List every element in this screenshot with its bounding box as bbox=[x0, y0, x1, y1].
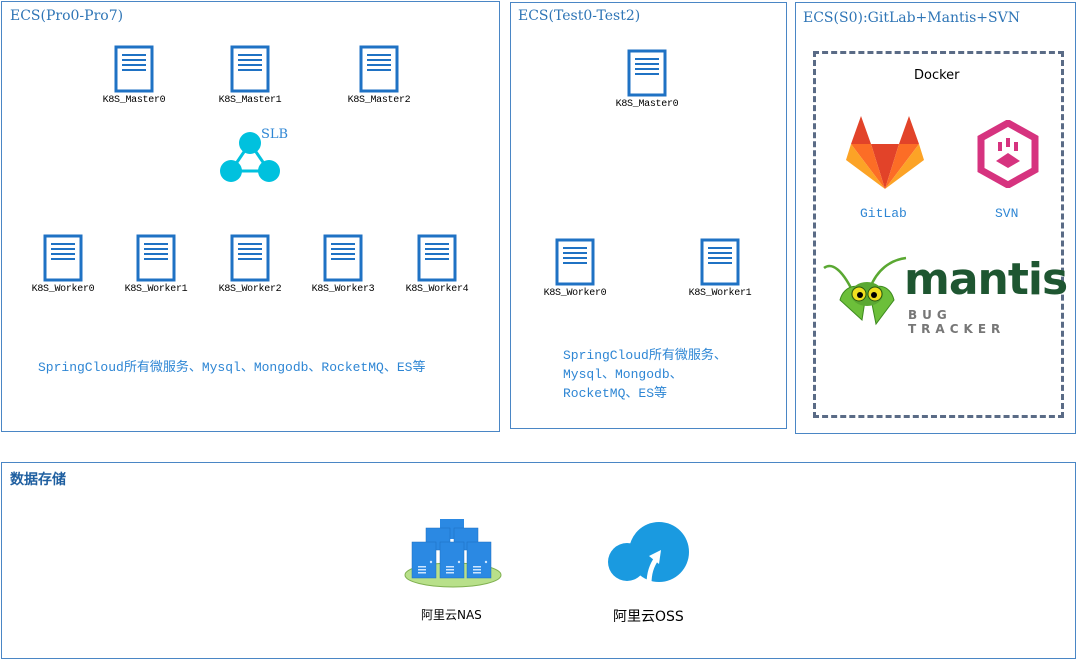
test-master-0[interactable]: K8S_Master0 bbox=[602, 49, 692, 110]
node-label: K8S_Worker1 bbox=[124, 284, 188, 295]
oss-cloud-upload-icon[interactable] bbox=[607, 522, 691, 586]
server-icon bbox=[43, 234, 83, 282]
svn-logo-icon[interactable] bbox=[977, 120, 1039, 188]
server-icon bbox=[700, 238, 740, 286]
prod-worker-1[interactable]: K8S_Worker1 bbox=[111, 234, 201, 295]
server-icon bbox=[230, 234, 270, 282]
prod-worker-4[interactable]: K8S_Worker4 bbox=[392, 234, 482, 295]
prod-worker-2[interactable]: K8S_Worker2 bbox=[205, 234, 295, 295]
gitlab-logo-icon[interactable] bbox=[845, 116, 925, 190]
storage-title: 数据存储 bbox=[10, 472, 66, 488]
slb-label: SLB bbox=[261, 127, 289, 142]
nas-icon[interactable] bbox=[403, 518, 503, 590]
nas-label: 阿里云NAS bbox=[421, 608, 482, 622]
mantis-subtitle: BUG TRACKER bbox=[908, 308, 1006, 336]
node-label: K8S_Master2 bbox=[347, 95, 411, 106]
storage-box bbox=[1, 462, 1076, 659]
mantis-logo[interactable]: mantis BUG TRACKER bbox=[822, 250, 1068, 336]
docker-container-box bbox=[813, 51, 1064, 418]
node-label: K8S_Worker1 bbox=[688, 288, 752, 299]
node-label: K8S_Master1 bbox=[218, 95, 282, 106]
prod-cluster-title: ECS(Pro0-Pro7) bbox=[10, 8, 124, 24]
svn-label: SVN bbox=[995, 206, 1019, 221]
server-icon bbox=[114, 45, 154, 93]
oss-label: 阿里云OSS bbox=[613, 609, 684, 625]
gitlab-label: GitLab bbox=[860, 206, 907, 221]
mantis-insect-icon bbox=[823, 256, 907, 326]
server-icon bbox=[359, 45, 399, 93]
slb-icon[interactable] bbox=[218, 130, 282, 186]
docker-label: Docker bbox=[914, 68, 960, 83]
prod-master-0[interactable]: K8S_Master0 bbox=[89, 45, 179, 106]
test-worker-0[interactable]: K8S_Worker0 bbox=[530, 238, 620, 299]
tools-server-title: ECS(S0):GitLab+Mantis+SVN bbox=[803, 10, 1020, 26]
prod-master-1[interactable]: K8S_Master1 bbox=[205, 45, 295, 106]
test-cluster-title: ECS(Test0-Test2) bbox=[518, 8, 641, 24]
server-icon bbox=[136, 234, 176, 282]
prod-description: SpringCloud所有微服务、Mysql、Mongodb、RocketMQ、… bbox=[38, 360, 426, 375]
test-description-line: Mysql、Mongodb、 bbox=[563, 367, 683, 382]
prod-worker-0[interactable]: K8S_Worker0 bbox=[18, 234, 108, 295]
prod-master-2[interactable]: K8S_Master2 bbox=[334, 45, 424, 106]
test-description: SpringCloud所有微服务、 Mysql、Mongodb、 RocketM… bbox=[563, 346, 727, 403]
node-label: K8S_Master0 bbox=[615, 99, 679, 110]
node-label: K8S_Worker2 bbox=[218, 284, 282, 295]
server-icon bbox=[627, 49, 667, 97]
server-icon bbox=[417, 234, 457, 282]
node-label: K8S_Worker0 bbox=[543, 288, 607, 299]
server-icon bbox=[555, 238, 595, 286]
test-description-line: RocketMQ、ES等 bbox=[563, 386, 668, 401]
test-description-line: SpringCloud所有微服务、 bbox=[563, 348, 727, 363]
server-icon bbox=[230, 45, 270, 93]
node-label: K8S_Master0 bbox=[102, 95, 166, 106]
tools-server-box bbox=[795, 2, 1076, 434]
mantis-wordmark: mantis bbox=[904, 254, 1068, 305]
server-icon bbox=[323, 234, 363, 282]
node-label: K8S_Worker0 bbox=[31, 284, 95, 295]
test-worker-1[interactable]: K8S_Worker1 bbox=[675, 238, 765, 299]
prod-worker-3[interactable]: K8S_Worker3 bbox=[298, 234, 388, 295]
node-label: K8S_Worker4 bbox=[405, 284, 469, 295]
node-label: K8S_Worker3 bbox=[311, 284, 375, 295]
